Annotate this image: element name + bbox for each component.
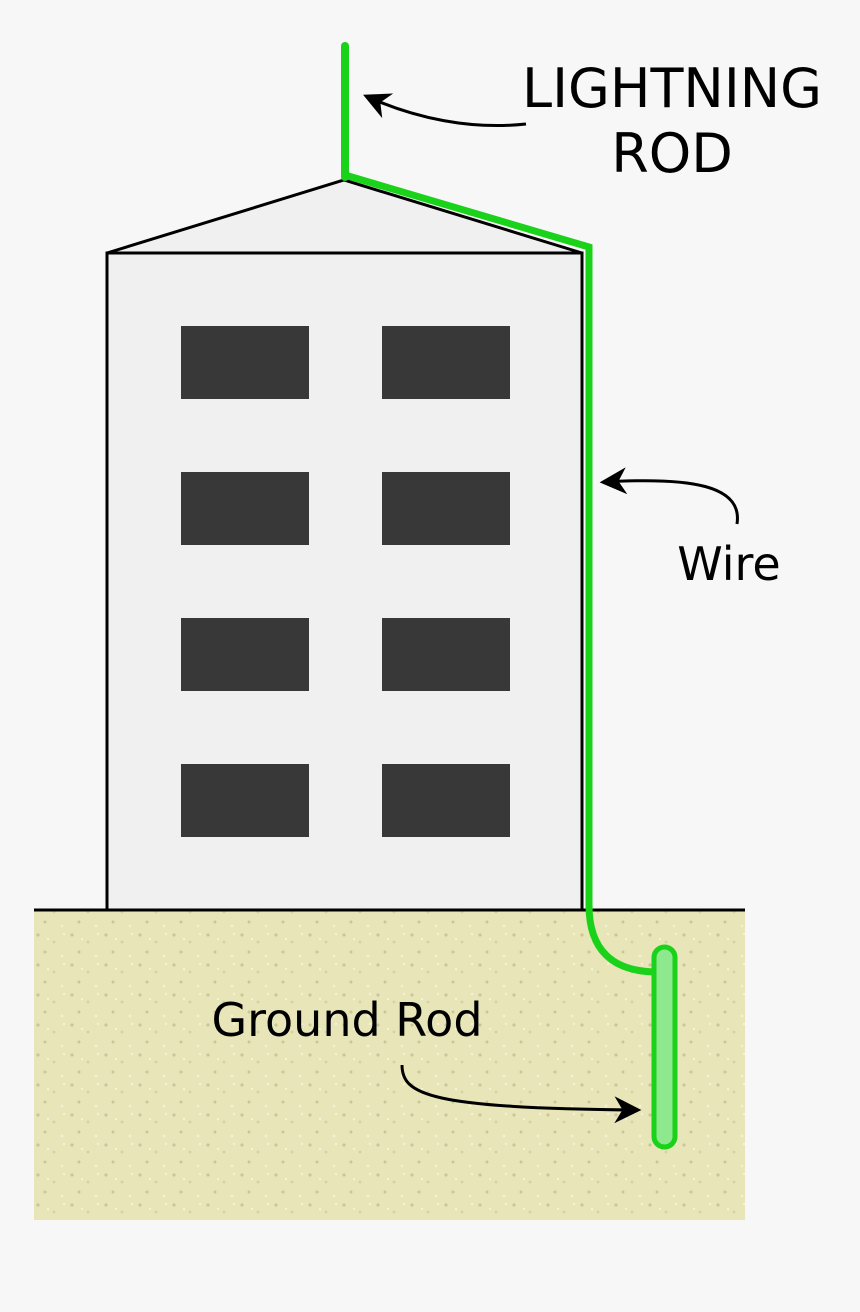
lightning-rod-label-line1: LIGHTNING	[522, 57, 822, 120]
wire-arrow	[599, 467, 739, 525]
building-roof	[106, 178, 583, 255]
window-r2-c2	[382, 472, 510, 545]
ground-texture	[34, 910, 745, 1220]
labels: LIGHTNING ROD Wire Ground Rod	[211, 57, 822, 1047]
building	[105, 178, 584, 912]
down-wire	[344, 171, 659, 976]
wire-label: Wire	[677, 537, 780, 591]
building-body	[105, 251, 584, 912]
ground-rod-arrow	[400, 1064, 642, 1124]
ground	[34, 908, 745, 1220]
window-r4-c2	[382, 764, 510, 837]
window-r1-c2	[382, 326, 510, 399]
window-r1-c1	[181, 326, 309, 399]
lightning-rod-label-line2: ROD	[611, 122, 733, 185]
window-r2-c1	[181, 472, 309, 545]
window-r3-c1	[181, 618, 309, 691]
window-r4-c1	[181, 764, 309, 837]
ground-rod-label: Ground Rod	[211, 993, 482, 1047]
annotation-arrows	[363, 93, 739, 1124]
building-windows	[181, 326, 510, 837]
lightning-rod-arrow	[363, 93, 527, 128]
conductor-system	[341, 42, 678, 1150]
window-r3-c2	[382, 618, 510, 691]
ground-rod	[651, 944, 678, 1150]
